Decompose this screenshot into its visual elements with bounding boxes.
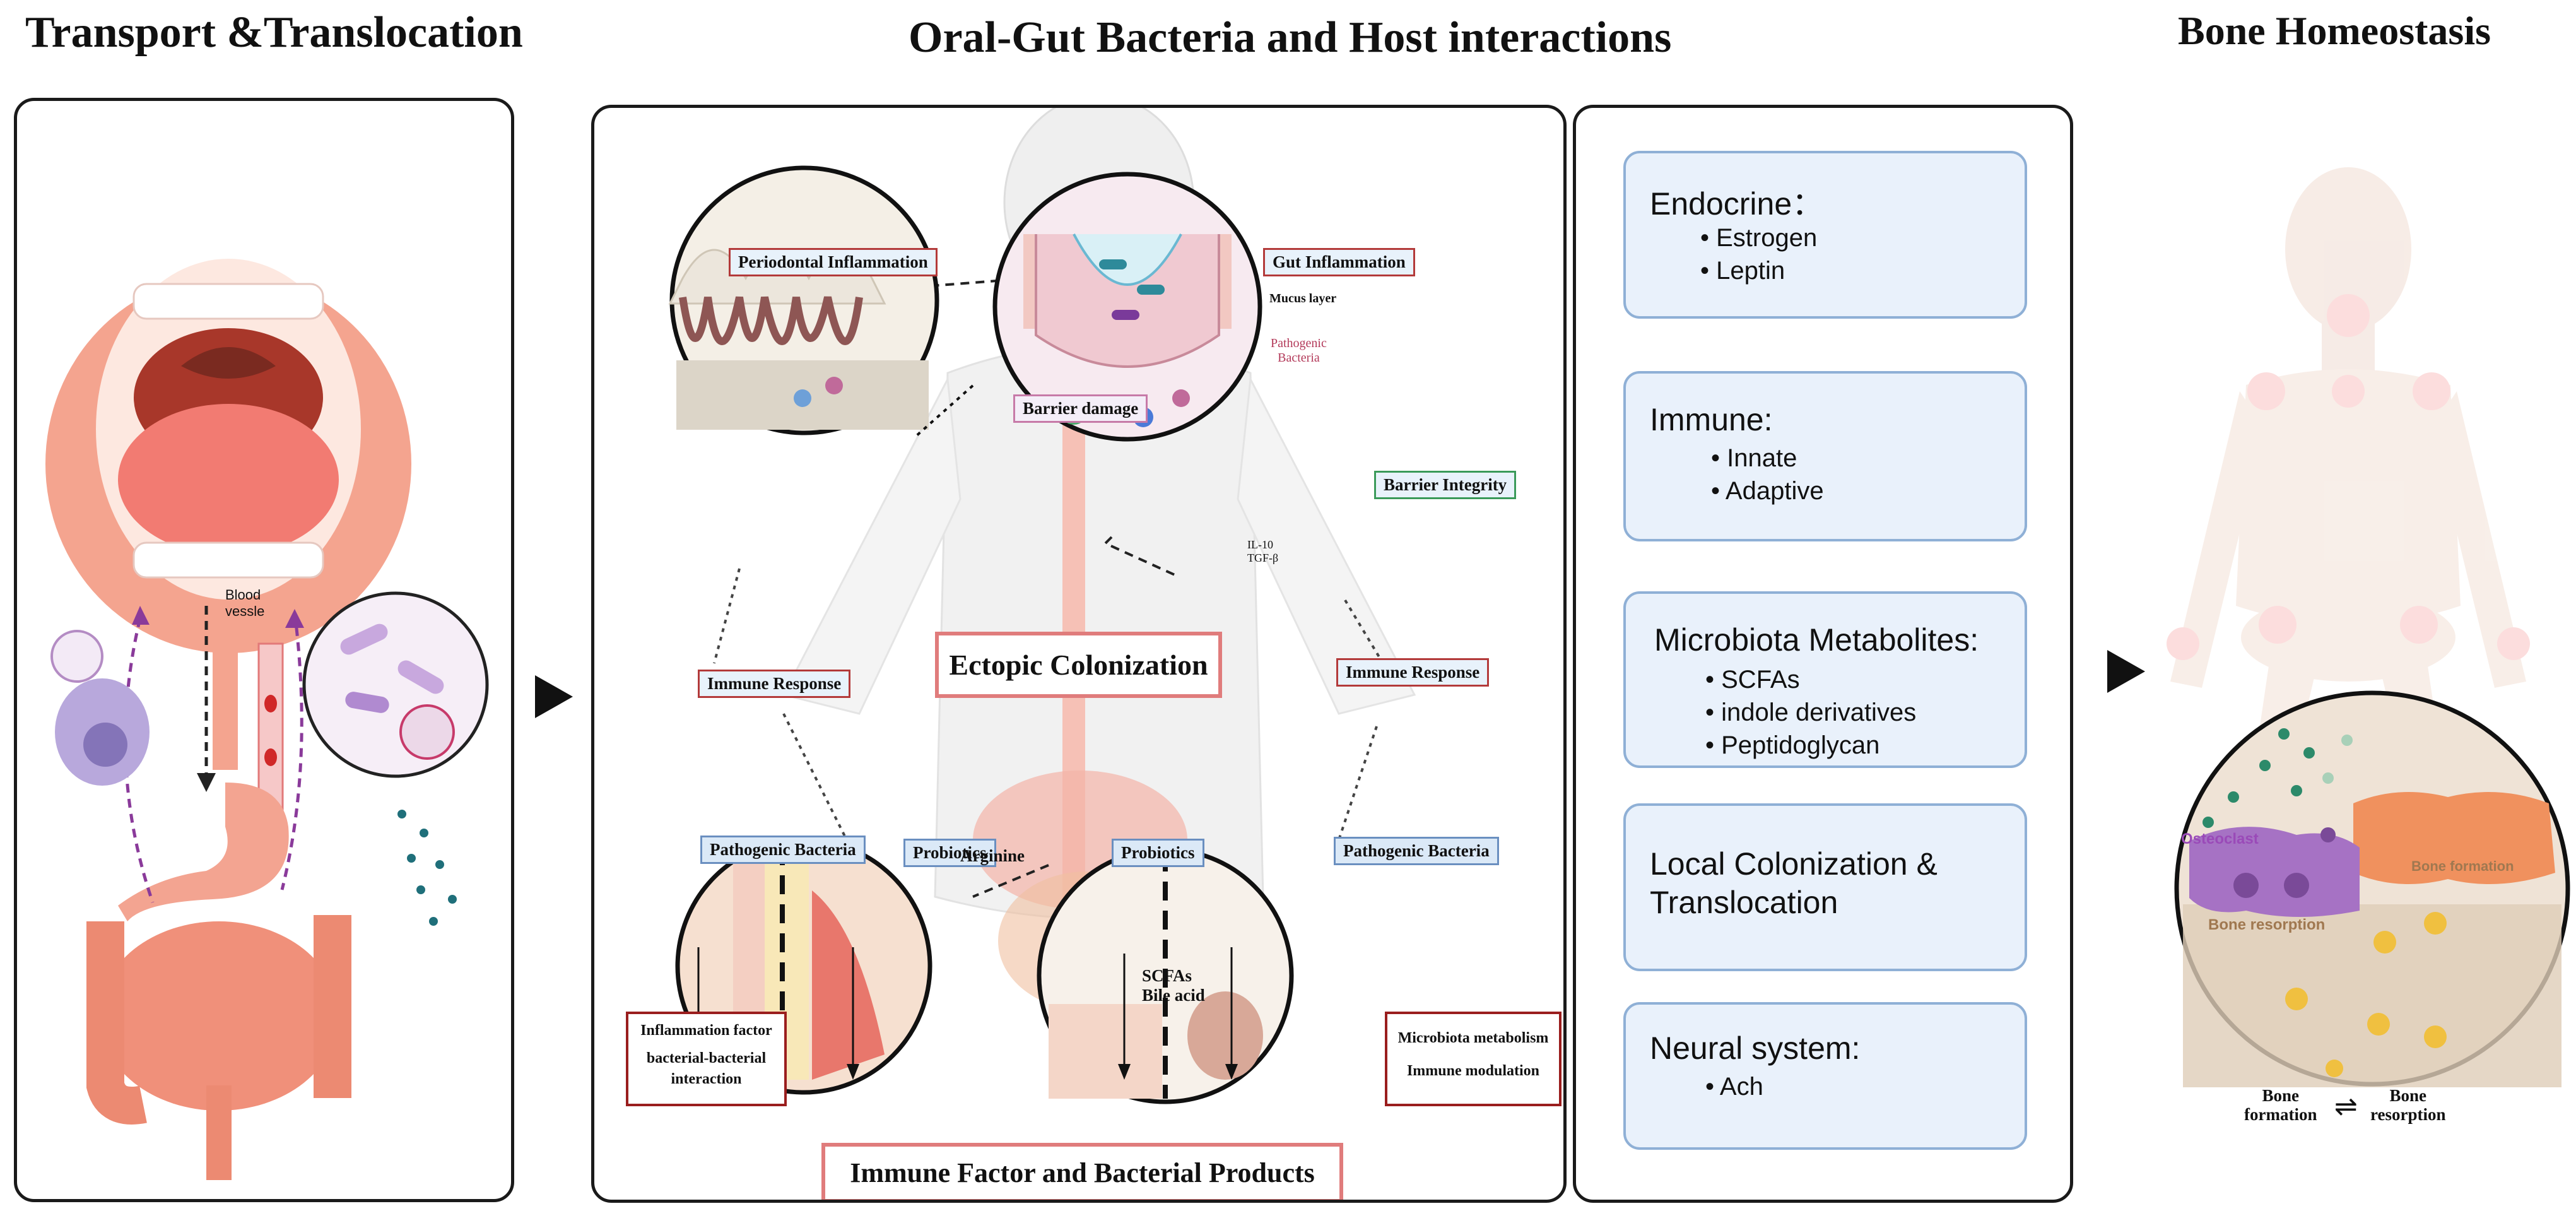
indole-item: • indole derivatives [1705, 699, 1917, 726]
left-title: Transport &Translocation [25, 8, 523, 57]
immune-card: Immune: • Innate • Adaptive [1623, 371, 2027, 541]
virus-particle [50, 630, 103, 683]
pathogenic-bacteria-gut-label: Pathogenic Bacteria [1271, 336, 1327, 365]
metabolites-heading: Microbiota Metabolites: [1654, 622, 1979, 658]
bone-formation-inner-label: Bone formation [2411, 858, 2514, 874]
lower-teeth [132, 541, 324, 579]
barrier-integrity-label: Barrier Integrity [1374, 471, 1517, 499]
ach-item: • Ach [1705, 1073, 1763, 1101]
arginine-label: Arginine [960, 846, 1025, 865]
right-title: Bone Homeostasis [2178, 8, 2491, 53]
ectopic-colonization-box: Ectopic Colonization [935, 632, 1222, 698]
scfas-item: • SCFAs [1705, 666, 1800, 694]
immune-heading: Immune: [1650, 402, 1773, 437]
pathogenic-bacteria-right-label: Pathogenic Bacteria [1334, 837, 1499, 865]
transport-panel: Blood vessle [14, 98, 514, 1202]
arrow-to-center-icon [535, 675, 573, 718]
bacterial-interaction-text: bacterial-bacterial interaction [646, 1050, 767, 1087]
blood-vessel-label: Blood vessle [225, 587, 265, 620]
tongue [118, 404, 339, 555]
large-intestine [86, 915, 351, 1125]
cytokines-label: IL-10 TGF-β [1247, 538, 1279, 564]
small-intestine [99, 921, 339, 1111]
pathogenic-bacteria-left-label: Pathogenic Bacteria [700, 836, 866, 864]
immune-factor-box: Immune Factor and Bacterial Products [821, 1143, 1343, 1200]
bone-formation-label: Bone formation [2244, 1086, 2317, 1124]
arrow-to-bone-icon [2107, 650, 2145, 693]
metabolites-card: Microbiota Metabolites: • SCFAs • indole… [1623, 591, 2027, 768]
colonization-card: Local Colonization & Translocation [1623, 803, 2027, 971]
immune-response-left-label: Immune Response [698, 670, 851, 698]
mucus-layer-label: Mucus layer [1269, 292, 1337, 305]
bone-zoom-circle [2174, 690, 2570, 1087]
probiotics-left-label: Probiotics [903, 839, 996, 867]
immune-response-right-label: Immune Response [1336, 658, 1490, 687]
scfas-bile-label: SCFAs Bile acid [1142, 966, 1205, 1005]
endocrine-heading: Endocrine： [1650, 186, 1824, 222]
bacteria-zoom-circle [302, 591, 489, 778]
bone-resorption-inner-label: Bone resorption [2208, 916, 2326, 933]
neural-heading: Neural system: [1650, 1031, 1861, 1066]
colonization-heading: Local Colonization & Translocation [1650, 846, 1938, 920]
stomach [118, 783, 289, 921]
bone-resorption-label: Bone resorption [2370, 1086, 2446, 1124]
microbiota-metabolism-box: Microbiota metabolism Immune modulation [1385, 1012, 1561, 1106]
neural-card: Neural system: • Ach [1623, 1002, 2027, 1150]
adaptive-item: • Adaptive [1711, 477, 1824, 505]
barrier-damage-label: Barrier damage [1013, 394, 1148, 423]
equilibrium-icon: ⇌ [2334, 1090, 2358, 1123]
osteoclast-label: Osteoclast [2181, 830, 2259, 848]
upper-teeth [132, 283, 324, 320]
innate-item: • Innate [1711, 444, 1797, 472]
leptin-item: • Leptin [1700, 257, 1785, 285]
peptidoglycan-item: • Peptidoglycan [1705, 731, 1880, 759]
immune-modulation-text: Immune modulation [1406, 1063, 1540, 1080]
estrogen-item: • Estrogen [1700, 224, 1818, 252]
microbiota-metabolism-text: Microbiota metabolism [1397, 1030, 1549, 1046]
periodontal-inflammation-label: Periodontal Inflammation [729, 248, 938, 276]
center-title: Oral-Gut Bacteria and Host interactions [909, 13, 1672, 62]
oral-gut-illustration [45, 259, 489, 1180]
inflammation-factor-text: Inflammation factor [640, 1022, 772, 1039]
probiotics-right-label: Probiotics [1112, 839, 1204, 867]
gut-inflammation-label: Gut Inflammation [1263, 248, 1415, 276]
inflammation-factor-box: Inflammation factor bacterial-bacterial … [626, 1012, 787, 1106]
interaction-panel: Periodontal Inflammation Gut Inflammatio… [591, 105, 1567, 1203]
endocrine-card: Endocrine： • Estrogen • Leptin [1623, 151, 2027, 319]
factor-panel [1573, 105, 2073, 1203]
